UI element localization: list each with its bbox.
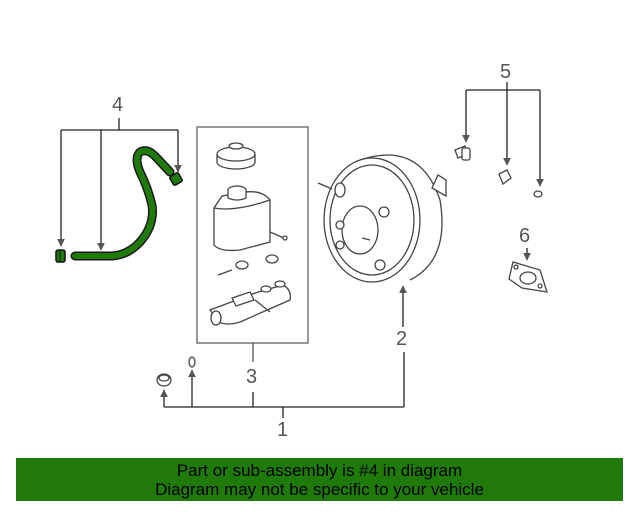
callout-5: 5 [500,61,511,83]
callout-6: 6 [519,225,530,247]
hose-clamp-left[interactable] [55,249,66,263]
reservoir-cap[interactable] [216,142,256,170]
master-cylinder[interactable] [209,280,291,326]
callout-2: 2 [396,328,407,350]
brake-booster[interactable] [317,154,447,283]
info-banner: Part or sub-assembly is #4 in diagram Di… [16,458,623,501]
hose-clamp-right[interactable] [169,172,183,186]
callout-4-leaders [57,118,182,251]
part-5-fasteners[interactable] [454,145,543,198]
part-1-seals[interactable] [156,356,196,387]
fluid-reservoir[interactable] [213,185,288,252]
callout-1-leaders [160,352,405,418]
callout-1: 1 [277,419,288,441]
callout-5-leaders [462,82,544,187]
part-3-group: 3 [196,126,309,388]
part-4-group: 4 [55,94,183,263]
reservoir-grommets[interactable] [217,254,279,276]
banner-line-1: Part or sub-assembly is #4 in diagram [176,461,463,480]
callout-3: 3 [246,366,257,388]
vacuum-hose[interactable] [70,146,175,261]
part-6-gasket[interactable] [508,261,548,293]
callout-4: 4 [112,94,123,116]
banner-line-2: Diagram may not be specific to your vehi… [155,480,484,499]
